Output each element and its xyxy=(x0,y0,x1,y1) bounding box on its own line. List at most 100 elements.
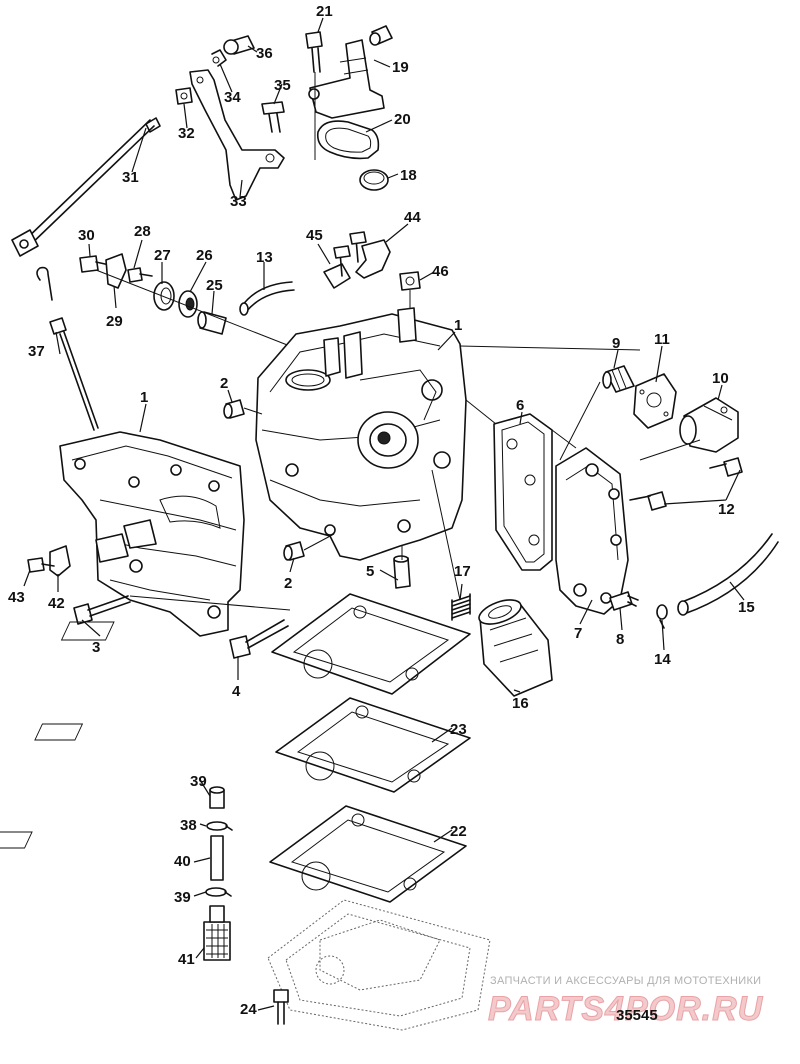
callout-22: 22 xyxy=(450,823,467,840)
callout-38: 38 xyxy=(180,817,197,834)
callout-29: 29 xyxy=(106,313,123,330)
bolt-12a xyxy=(709,457,743,477)
dipstick-37 xyxy=(36,266,99,431)
nut-46 xyxy=(399,271,421,310)
callout-2-lower: 2 xyxy=(284,575,292,592)
callout-16: 16 xyxy=(512,695,529,712)
nut-32 xyxy=(175,87,193,105)
callout-1-cover: 1 xyxy=(140,389,148,406)
clip-42 xyxy=(49,545,71,577)
callout-33: 33 xyxy=(230,193,247,210)
callout-32: 32 xyxy=(178,125,195,142)
plug-19 xyxy=(369,25,393,46)
fuel-filter-41 xyxy=(203,905,231,961)
cover-7 xyxy=(555,447,629,615)
callout-1-block: 1 xyxy=(454,317,462,334)
callout-2-upper: 2 xyxy=(220,375,228,392)
thermostat-housing-19 xyxy=(308,39,385,119)
spring-17 xyxy=(451,593,471,621)
callout-20: 20 xyxy=(394,111,411,128)
dowel-2a xyxy=(223,399,245,419)
callout-39-upper: 39 xyxy=(190,773,207,790)
screw-43 xyxy=(27,557,55,573)
callout-45: 45 xyxy=(306,227,323,244)
callout-18: 18 xyxy=(400,167,417,184)
callout-7: 7 xyxy=(574,625,582,642)
callout-26: 26 xyxy=(196,247,213,264)
callout-28: 28 xyxy=(134,223,151,240)
callout-34: 34 xyxy=(224,89,241,106)
gasket-upper xyxy=(60,593,471,695)
callout-17: 17 xyxy=(454,563,471,580)
callout-31: 31 xyxy=(122,169,139,186)
cylinder-block xyxy=(255,307,467,561)
callout-25: 25 xyxy=(206,277,223,294)
screw-28 xyxy=(127,267,153,283)
callout-6: 6 xyxy=(516,397,524,414)
leader-lines xyxy=(23,17,745,1011)
explode-line-17 xyxy=(431,469,461,601)
callout-9: 9 xyxy=(612,335,620,352)
callout-labels: 21 19 20 18 36 34 35 32 31 33 30 28 27 2… xyxy=(8,3,755,1018)
callout-24: 24 xyxy=(240,1001,257,1018)
gasket-6 xyxy=(493,413,553,571)
callout-13: 13 xyxy=(256,249,273,266)
fitting-36 xyxy=(223,35,255,55)
clamp-38 xyxy=(206,821,233,831)
oil-filter-16 xyxy=(478,599,553,697)
hose-13 xyxy=(239,281,295,316)
dowel-2b xyxy=(283,541,305,561)
watermark-tagline: ЗАПЧАСТИ И АКСЕССУАРЫ ДЛЯ МОТОТЕХНИКИ xyxy=(490,975,761,987)
explode-line-cover xyxy=(459,345,641,449)
callout-44: 44 xyxy=(404,209,421,226)
callout-23: 23 xyxy=(450,721,467,738)
callout-11: 11 xyxy=(654,331,670,348)
callout-36: 36 xyxy=(256,45,273,62)
housing-10 xyxy=(679,397,739,453)
clip-34 xyxy=(211,49,227,67)
callout-42: 42 xyxy=(48,595,65,612)
callout-30: 30 xyxy=(78,227,95,244)
callout-46: 46 xyxy=(432,263,449,280)
callout-39-lower: 39 xyxy=(174,889,191,906)
callout-35: 35 xyxy=(274,77,291,94)
watermark: ЗАПЧАСТИ И АКСЕССУАРЫ ДЛЯ МОТОТЕХНИКИ PA… xyxy=(488,975,764,1029)
cap-18 xyxy=(359,169,389,191)
explode-line-9 xyxy=(559,381,701,461)
bolt-3 xyxy=(73,595,131,625)
callout-41: 41 xyxy=(178,951,195,968)
callout-3: 3 xyxy=(92,639,100,656)
clip-44 xyxy=(349,231,391,279)
dipstick-bracket xyxy=(189,69,285,201)
watermark-logo: PARTS4POR.RU xyxy=(488,990,764,1028)
callout-43: 43 xyxy=(8,589,25,606)
bearing-27 xyxy=(153,281,175,311)
sensor-9 xyxy=(602,365,635,393)
callout-14: 14 xyxy=(654,651,671,668)
screw-35 xyxy=(261,101,285,133)
callout-12: 12 xyxy=(718,501,735,518)
gasket-23 xyxy=(34,697,471,793)
hose-15 xyxy=(677,533,779,616)
callout-4: 4 xyxy=(232,683,241,700)
callout-15: 15 xyxy=(738,599,755,616)
bracket-29 xyxy=(105,253,127,289)
gasket-20 xyxy=(316,120,380,160)
callout-10: 10 xyxy=(712,370,729,387)
hose-40 xyxy=(210,835,224,881)
callout-5: 5 xyxy=(366,563,374,580)
clip-45 xyxy=(323,245,351,289)
callout-27: 27 xyxy=(154,247,171,264)
screw-21 xyxy=(305,31,323,73)
callout-37: 37 xyxy=(28,343,45,360)
gasket-11 xyxy=(633,373,677,429)
seal-26 xyxy=(178,290,198,318)
callout-21: 21 xyxy=(316,3,333,20)
bolt-4 xyxy=(229,619,289,659)
adapter-plate-base xyxy=(267,899,491,1031)
crankcase-cover-left xyxy=(59,431,245,637)
callout-8: 8 xyxy=(616,631,624,648)
fitting-5 xyxy=(393,555,411,589)
explode-line-2 xyxy=(243,407,335,551)
